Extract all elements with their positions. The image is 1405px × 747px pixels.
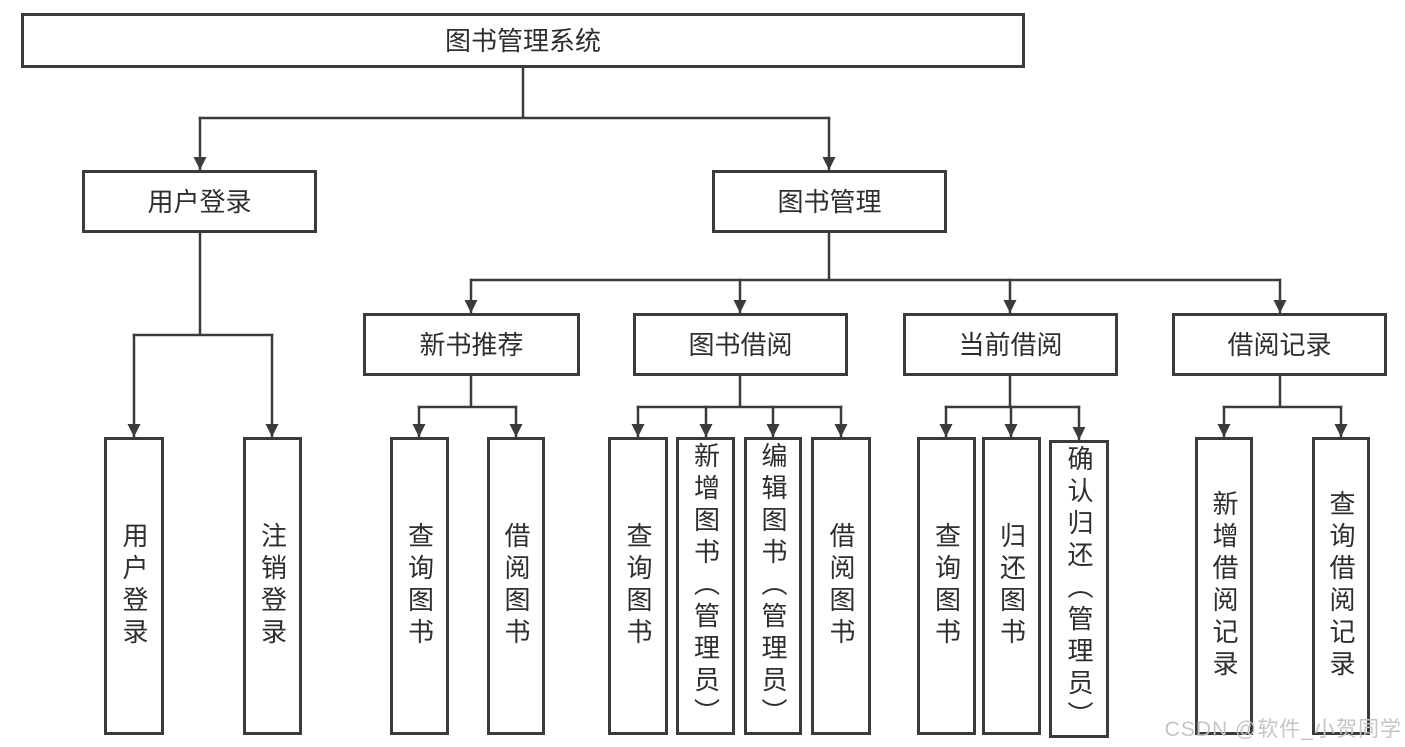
leaf-edit-book-admin: 编辑图书（管理员） bbox=[744, 437, 802, 735]
leaf-query-book-current: 查询图书 bbox=[917, 437, 976, 735]
leaf-label: 编辑图书（管理员） bbox=[758, 442, 788, 730]
leaf-query-book-recommend: 查询图书 bbox=[390, 437, 449, 735]
leaf-label: 借阅图书 bbox=[826, 522, 856, 650]
leaf-label: 查询图书 bbox=[931, 522, 962, 650]
csdn-watermark: CSDN @软件_小贺同学 bbox=[1164, 718, 1402, 741]
leaf-label: 借阅图书 bbox=[501, 522, 531, 650]
leaf-add-borrow-record: 新增借阅记录 bbox=[1195, 437, 1253, 735]
leaf-label: 查询图书 bbox=[404, 522, 435, 650]
leaf-label: 查询借阅记录 bbox=[1326, 490, 1356, 682]
leaf-query-book-borrow: 查询图书 bbox=[608, 437, 668, 735]
leaf-query-borrow-record: 查询借阅记录 bbox=[1312, 437, 1370, 735]
node-book-borrow: 图书借阅 bbox=[633, 313, 848, 376]
leaf-label: 新增图书（管理员） bbox=[690, 442, 721, 730]
leaf-borrow-book-recommend: 借阅图书 bbox=[487, 437, 545, 735]
leaf-add-book-admin: 新增图书（管理员） bbox=[676, 437, 735, 735]
node-borrow-records: 借阅记录 bbox=[1172, 313, 1387, 376]
leaf-label: 新增借阅记录 bbox=[1209, 490, 1239, 682]
node-current-borrow: 当前借阅 bbox=[903, 313, 1118, 376]
leaf-confirm-return-admin: 确认归还（管理员） bbox=[1049, 440, 1109, 738]
leaf-logout-label: 注销登录 bbox=[257, 522, 288, 650]
leaf-borrow-book: 借阅图书 bbox=[811, 437, 871, 735]
leaf-label: 确认归还（管理员） bbox=[1064, 445, 1094, 733]
leaf-user-login: 用户登录 bbox=[104, 437, 164, 735]
leaf-label: 查询图书 bbox=[623, 522, 653, 650]
leaf-user-login-label: 用户登录 bbox=[119, 522, 149, 650]
node-user-login: 用户登录 bbox=[82, 170, 317, 233]
node-book-management: 图书管理 bbox=[712, 170, 947, 233]
leaf-logout: 注销登录 bbox=[243, 437, 302, 735]
leaf-label: 归还图书 bbox=[996, 522, 1027, 650]
node-root-system: 图书管理系统 bbox=[21, 13, 1025, 68]
leaf-return-book: 归还图书 bbox=[982, 437, 1041, 735]
node-new-book-recommend: 新书推荐 bbox=[363, 313, 580, 376]
